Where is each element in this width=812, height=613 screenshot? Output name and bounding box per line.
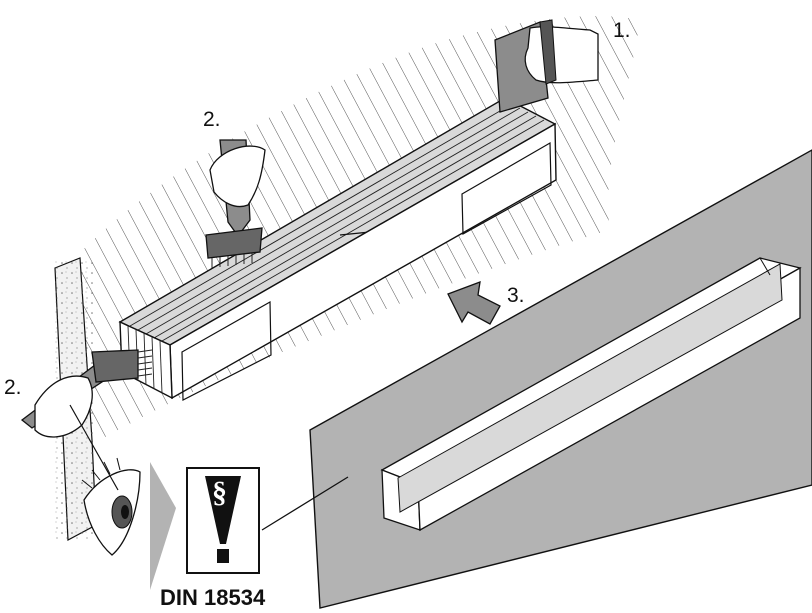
brush-left (20, 349, 153, 438)
step-label-2-top: 2. (203, 108, 221, 131)
insulation-block (118, 97, 557, 401)
chevron-arrow-icon (150, 462, 176, 590)
paragraph-symbol: § (212, 476, 227, 509)
step-label-1: 1. (613, 19, 631, 42)
brush-top (205, 139, 266, 268)
hand-primer-roll (494, 19, 599, 113)
arrow-step-3 (447, 281, 501, 325)
step-label-2-left: 2. (4, 376, 22, 399)
leader-line (261, 476, 349, 531)
eye-icon (69, 404, 141, 556)
din-standard-sign (186, 467, 260, 574)
tiled-panel (309, 149, 812, 609)
step-label-3: 3. (507, 284, 525, 307)
din-standard-label: DIN 18534 (160, 585, 266, 610)
